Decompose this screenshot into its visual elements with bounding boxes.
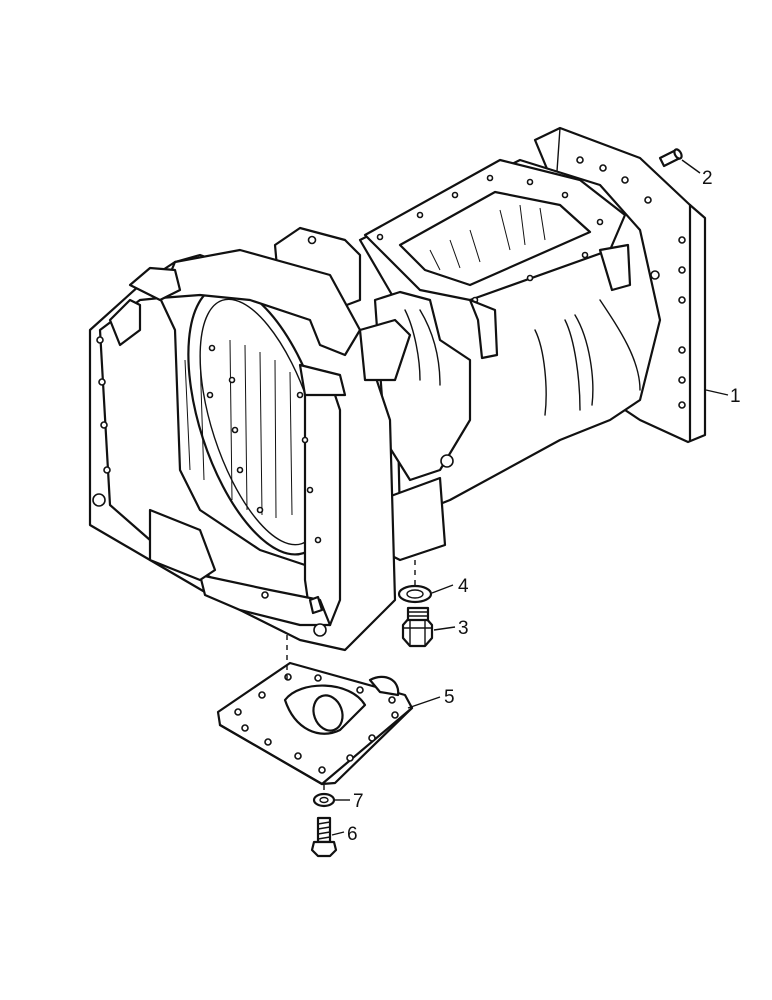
leader-4 [431, 584, 454, 594]
screw [310, 816, 338, 858]
callout-7: 7 [353, 791, 364, 812]
leader-3 [433, 626, 456, 631]
callout-3: 3 [458, 618, 469, 639]
drain-plug [401, 606, 434, 648]
dowel-pin [658, 148, 683, 168]
transmission-housing [273, 158, 662, 562]
sealing-washer [397, 584, 433, 604]
callout-6: 6 [347, 824, 358, 845]
leader-6 [331, 831, 345, 836]
callout-2: 2 [702, 168, 713, 189]
washer-small [312, 792, 336, 808]
callout-5: 5 [444, 687, 455, 708]
leader-2 [681, 159, 701, 174]
leader-1 [705, 389, 729, 396]
leader-5 [407, 696, 441, 709]
bell-housing [88, 248, 412, 652]
callout-4: 4 [458, 576, 469, 597]
callout-1: 1 [730, 386, 741, 407]
cover-plate [216, 661, 414, 786]
